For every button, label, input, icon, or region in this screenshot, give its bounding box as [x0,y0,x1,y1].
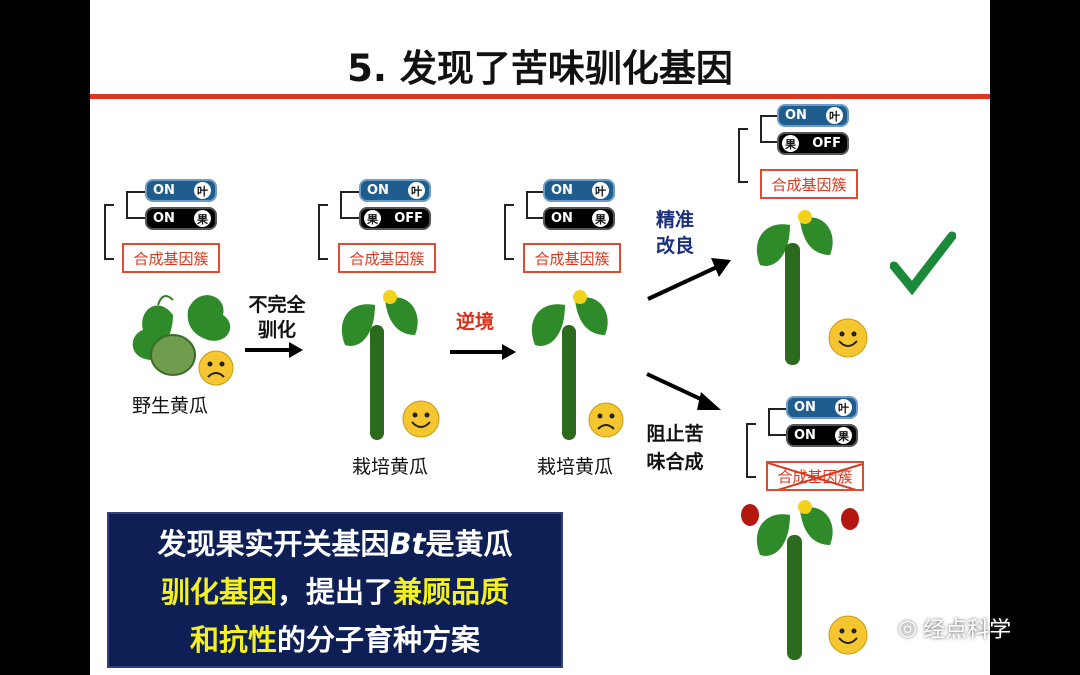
switch-state: OFF [812,136,841,151]
wechat-icon: ◎ [898,615,918,641]
block-bitter-synthesis-label: 阻止苦味合成 [635,420,715,476]
happy-face-icon [402,400,440,438]
switch-state: ON [785,108,807,123]
switch-state: ON [551,183,573,198]
checkmark-icon [890,231,956,296]
fruit-switch-on: ON 果 [145,207,217,230]
leaf-icon: 叶 [408,182,425,199]
fruit-switch-off: 果 OFF [777,132,849,155]
leaf-icon: 叶 [592,182,609,199]
switch-state: ON [551,211,573,226]
watermark-text: 经点科学 [923,618,1012,643]
precise-improvement-label: 精准改良 [645,207,705,259]
switch-state: ON [794,400,816,415]
cultivated-cucumber-label: 栽培黄瓜 [351,456,428,478]
happy-face-icon [828,615,868,655]
conclusion-line-2: 驯化基因，提出了兼顾品质 [109,568,561,616]
label-line: 精准 [655,209,694,231]
stress-label: 逆境 [455,311,494,333]
text: ，提出了 [276,575,393,609]
cucumber-plant-with-pests-image [741,500,859,660]
slide: 5. 发现了苦味驯化基因 ON 叶 ON 果 合成基因簇 野生黄瓜 不完全驯化 ON… [90,0,990,675]
leaf-icon: 叶 [826,107,843,124]
cucumber-plant-image [341,290,418,440]
sad-face-icon [198,350,234,386]
text: 是黄瓜 [425,527,513,561]
fruit-icon: 果 [194,210,211,227]
switch-state: ON [153,211,175,226]
arrow-up-right-icon [647,258,731,301]
text: 的分子育种方案 [277,623,481,657]
cucumber-plant-image [756,210,833,365]
fruit-switch-on: ON 果 [543,207,615,230]
wild-cucumber-image [132,295,231,376]
conclusion-line-1: 发现果实开关基因Bt是黄瓜 [109,520,561,568]
leaf-icon: 叶 [194,182,211,199]
fruit-icon: 果 [364,210,381,227]
wild-cucumber-label: 野生黄瓜 [131,395,208,417]
fruit-icon: 果 [592,210,609,227]
switch-state: ON [794,428,816,443]
sad-face-icon [588,402,624,438]
arrow-right-icon [245,342,303,358]
arrow-right-icon [450,344,516,360]
label-line: 驯化 [257,319,296,341]
slide-title: 5. 发现了苦味驯化基因 [347,47,733,90]
fruit-icon: 果 [835,427,852,444]
fruit-switch-off: 果 OFF [359,207,431,230]
conclusion-box: 发现果实开关基因Bt是黄瓜 驯化基因，提出了兼顾品质 和抗性的分子育种方案 [107,512,563,668]
highlight-text: 驯化基因 [160,575,277,609]
gene-name: Bt [389,527,426,561]
leaf-switch-on: ON 叶 [777,104,849,127]
leaf-switch-on: ON 叶 [145,179,217,202]
cross-out-icon [768,463,862,489]
gene-cluster-box-blocked: 合成基因簇 [766,461,864,491]
cucumber-plant-image [531,290,608,440]
label-line: 不完全 [248,294,306,316]
arrow-down-right-icon [646,372,721,410]
gene-cluster-box: 合成基因簇 [122,243,220,273]
fruit-icon: 果 [782,135,799,152]
label-line: 阻止苦 [646,423,704,445]
conclusion-line-3: 和抗性的分子育种方案 [109,616,561,664]
leaf-switch-on: ON 叶 [359,179,431,202]
switch-state: ON [153,183,175,198]
happy-face-icon [828,318,868,358]
highlight-text: 兼顾品质 [393,575,510,609]
title-divider [90,94,990,99]
watermark: ◎经点科学 [898,612,1011,644]
text: 发现果实开关基因 [157,527,390,561]
switch-state: ON [367,183,389,198]
gene-cluster-box: 合成基因簇 [338,243,436,273]
label-line: 改良 [655,235,694,257]
cultivated-cucumber-label: 栽培黄瓜 [536,456,613,478]
gene-cluster-box: 合成基因簇 [760,169,858,199]
incomplete-domestication-label: 不完全驯化 [242,293,312,343]
switch-state: OFF [394,211,423,226]
highlight-text: 和抗性 [189,623,277,657]
leaf-icon: 叶 [835,399,852,416]
label-line: 味合成 [646,451,704,473]
fruit-switch-on: ON 果 [786,424,858,447]
leaf-switch-on: ON 叶 [543,179,615,202]
leaf-switch-on: ON 叶 [786,396,858,419]
gene-cluster-box: 合成基因簇 [523,243,621,273]
